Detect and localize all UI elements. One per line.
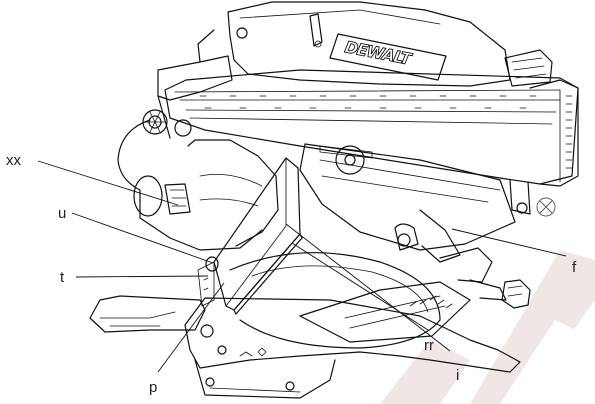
blade-guard: DEWALT [227, 1, 511, 87]
watermark [380, 250, 595, 404]
turntable [229, 247, 507, 349]
label-t: t [60, 269, 65, 286]
callout-labels: xx u t p i rr f [6, 152, 577, 396]
label-f: f [572, 259, 577, 276]
saw-base [89, 279, 531, 399]
circle-cross-icon [536, 197, 556, 217]
leader-lines [37, 160, 567, 373]
label-u: u [58, 205, 66, 222]
label-rr: rr [424, 337, 434, 354]
label-xx: xx [6, 152, 22, 169]
fence [197, 157, 303, 315]
label-i: i [456, 367, 459, 384]
saw-head [117, 29, 516, 263]
upper-table [164, 49, 579, 215]
label-p: p [149, 379, 157, 396]
